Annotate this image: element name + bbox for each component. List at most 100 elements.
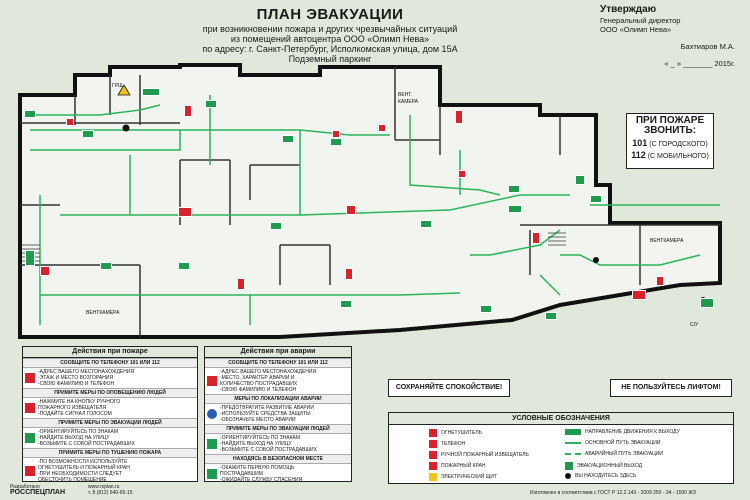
exit-arrow-icon	[24, 110, 36, 118]
legend-exit: ЭВАКУАЦИОННЫЙ ВЫХОД	[565, 462, 642, 470]
subtitle-line-3: по адресу: г. Санкт-Петербург, Исполкомс…	[202, 44, 458, 54]
fire-section-4: ПРИМИТЕ МЕРЫ ПО ТУШЕНИЮ ПОЖАРА	[23, 448, 197, 458]
extinguisher-icon	[332, 130, 340, 138]
accident-actions-panel: Действия при аварии СООБЩИТЕ ПО ТЕЛЕФОНУ…	[204, 346, 352, 484]
phone-icon	[429, 440, 437, 448]
exit-arrow-icon	[205, 100, 217, 108]
fire-section-2: ПРИМИТЕ МЕРЫ ПО ОПОВЕЩЕНИЮ ЛЮДЕЙ	[23, 388, 197, 398]
approval-org: ООО «Олимп Нева»	[600, 25, 672, 34]
emergency-phone-box: ПРИ ПОЖАРЕ ЗВОНИТЬ: 101 (С ГОРОДСКОГО) 1…	[626, 113, 714, 169]
exit-arrow-icon	[480, 305, 492, 313]
phone-number-2: 112 (С МОБИЛЬНОГО)	[631, 150, 709, 160]
exit-arrow-icon	[178, 262, 190, 270]
approval-role: Генеральный директор	[600, 16, 681, 25]
approval-signer: Бахтиаров М.А.	[680, 42, 735, 51]
fire-panel-title: Действия при пожаре	[23, 347, 197, 358]
you-are-here-icon	[565, 473, 571, 479]
fire-section-3-items: -ОРИЕНТИРУЙТЕСЬ ПО ЗНАКАМ-НАЙДИТЕ ВЫХОД …	[23, 428, 197, 448]
exit-arrow-icon	[420, 220, 432, 228]
exit-arrow-icon	[508, 185, 520, 193]
extinguisher-icon	[346, 205, 356, 215]
extinguisher-icon	[40, 266, 50, 276]
accident-section-1-items: -АДРЕС ВАШЕГО МЕСТОНАХОЖДЕНИЯ-МЕСТО, ХАР…	[205, 368, 351, 394]
phone-icon	[25, 373, 35, 383]
fire-section-3: ПРИМИТЕ МЕРЫ ПО ЭВАКУАЦИИ ЛЮДЕЙ	[23, 418, 197, 428]
approval-heading: Утверждаю	[600, 4, 657, 15]
exit-arrow-icon	[340, 300, 352, 308]
exit-arrow-icon	[270, 222, 282, 230]
direction-arrow-icon	[565, 429, 581, 435]
accident-panel-title: Действия при аварии	[205, 347, 351, 358]
legend-main-route: ОСНОВНОЙ ПУТЬ ЭВАКУАЦИИ	[565, 440, 660, 446]
subtitle-line-1: при возникновении пожара и других чрезвы…	[202, 24, 458, 34]
accident-section-2: МЕРЫ ПО ЛОКАЛИЗАЦИИ АВАРИИ	[205, 394, 351, 404]
accident-section-2-items: -ПРЕДОТВРАТИТЕ РАЗВИТИЕ АВАРИИ-ИСПОЛЬЗУЙ…	[205, 404, 351, 424]
legend-panel: УСЛОВНЫЕ ОБОЗНАЧЕНИЯ ОГНЕТУШИТЕЛЬ ТЕЛЕФО…	[388, 412, 734, 484]
approval-block: Утверждаю Генеральный директор ООО «Олим…	[600, 4, 745, 69]
stairs-right	[548, 232, 566, 246]
exit-arrow-icon	[508, 205, 522, 213]
phone-icon	[207, 376, 217, 386]
plan-title: ПЛАН ЭВАКУАЦИИ	[256, 6, 404, 23]
phone-number-1: 101 (С ГОРОДСКОГО)	[632, 138, 708, 148]
legend-emergency-route: АВАРИЙНЫЙ ПУТЬ ЭВАКУАЦИИ	[565, 451, 663, 457]
subtitle-line-2: из помещений автоцентра ООО «Олимп Нева»	[230, 34, 430, 44]
fire-section-1-items: -АДРЕС ВАШЕГО МЕСТОНАХОЖДЕНИЯ-ЭТАЖ И МЕС…	[23, 368, 197, 388]
legend-electric: ЭЛЕКТРИЧЕСКИЙ ЩИТ	[429, 473, 497, 481]
extinguisher-icon	[656, 276, 664, 286]
main-route-icon	[565, 442, 581, 444]
fire-hose-icon	[345, 268, 353, 280]
electric-hazard-icon	[117, 84, 131, 96]
exit-door-icon	[700, 298, 714, 308]
extinguisher-icon	[237, 278, 245, 290]
exit-arrow-icon	[82, 130, 94, 138]
room-grsh: ГРЩ	[112, 83, 123, 89]
fire-section-1: СООБЩИТЕ ПО ТЕЛЕФОНУ 101 ИЛИ 112	[23, 358, 197, 368]
fire-actions-panel: Действия при пожаре СООБЩИТЕ ПО ТЕЛЕФОНУ…	[22, 346, 198, 484]
legend-phone: ТЕЛЕФОН	[429, 440, 465, 448]
developer-contacts: www.rsplan.ru т. 8 (812) 640-65-15	[88, 484, 133, 496]
fire-hose-icon	[632, 290, 646, 300]
room-ventkamera-left: ВЕНТКАМЕРА	[86, 310, 120, 316]
fire-hose-icon	[178, 207, 192, 217]
accident-section-4: НАХОДЯСЬ В БЕЗОПАСНОМ МЕСТЕ	[205, 454, 351, 464]
emergency-route-icon	[565, 453, 581, 455]
room-vent-1: ВЕНТ.	[398, 92, 413, 98]
alarm-button-icon	[25, 403, 35, 413]
developer-credit: Разработано РОССПЕЦПЛАН	[10, 484, 65, 496]
subtitle-line-4: Подземный паркинг	[288, 54, 372, 64]
floor-plan	[18, 63, 722, 339]
extinguisher-icon	[429, 429, 437, 437]
exit-arrow-icon	[590, 195, 602, 203]
room-ventkamera-right: ВЕНТКАМЕРА	[650, 238, 684, 244]
exit-icon	[565, 462, 573, 470]
gost-note: Изготовлен в соответствии с ГОСТ Р 12.2.…	[530, 490, 697, 496]
interior-walls	[20, 67, 720, 337]
legend-direction: НАПРАВЛЕНИЕ ДВИЖЕНИЯ К ВЫХОДУ	[565, 429, 680, 435]
fire-hose-icon	[429, 462, 437, 470]
exit-icon	[207, 439, 217, 449]
calm-banner: СОХРАНЯЙТЕ СПОКОЙСТВИЕ!	[388, 379, 510, 397]
exit-arrow-icon	[545, 312, 557, 320]
first-aid-icon	[207, 469, 217, 479]
legend-you-are-here: ВЫ НАХОДИТЕСЬ ЗДЕСЬ	[565, 473, 636, 479]
no-lift-banner: НЕ ПОЛЬЗУЙТЕСЬ ЛИФТОМ!	[610, 379, 732, 397]
legend-hydrant: ПОЖАРНЫЙ КРАН	[429, 462, 486, 470]
fire-hose-icon	[455, 110, 463, 124]
fire-hose-icon	[532, 232, 540, 244]
extinguisher-icon	[25, 466, 35, 476]
legend-alarm: РУЧНОЙ ПОЖАРНЫЙ ИЗВЕЩАТЕЛЬ	[429, 451, 529, 459]
evacuation-routes	[30, 95, 720, 325]
fire-hose-icon	[184, 105, 192, 117]
phone-icon	[458, 170, 466, 178]
accident-section-3-items: -ОРИЕНТИРУЙТЕСЬ ПО ЗНАКАМ-НАЙДИТЕ ВЫХОД …	[205, 434, 351, 454]
exit-arrow-icon	[330, 138, 342, 146]
exit-door-icon	[25, 250, 35, 266]
developer-brand: РОССПЕЦПЛАН	[10, 489, 65, 496]
room-vent-1b: КАМЕРА	[398, 99, 419, 105]
exit-arrow-icon	[282, 135, 294, 143]
you-are-here-icon-2	[593, 257, 599, 263]
